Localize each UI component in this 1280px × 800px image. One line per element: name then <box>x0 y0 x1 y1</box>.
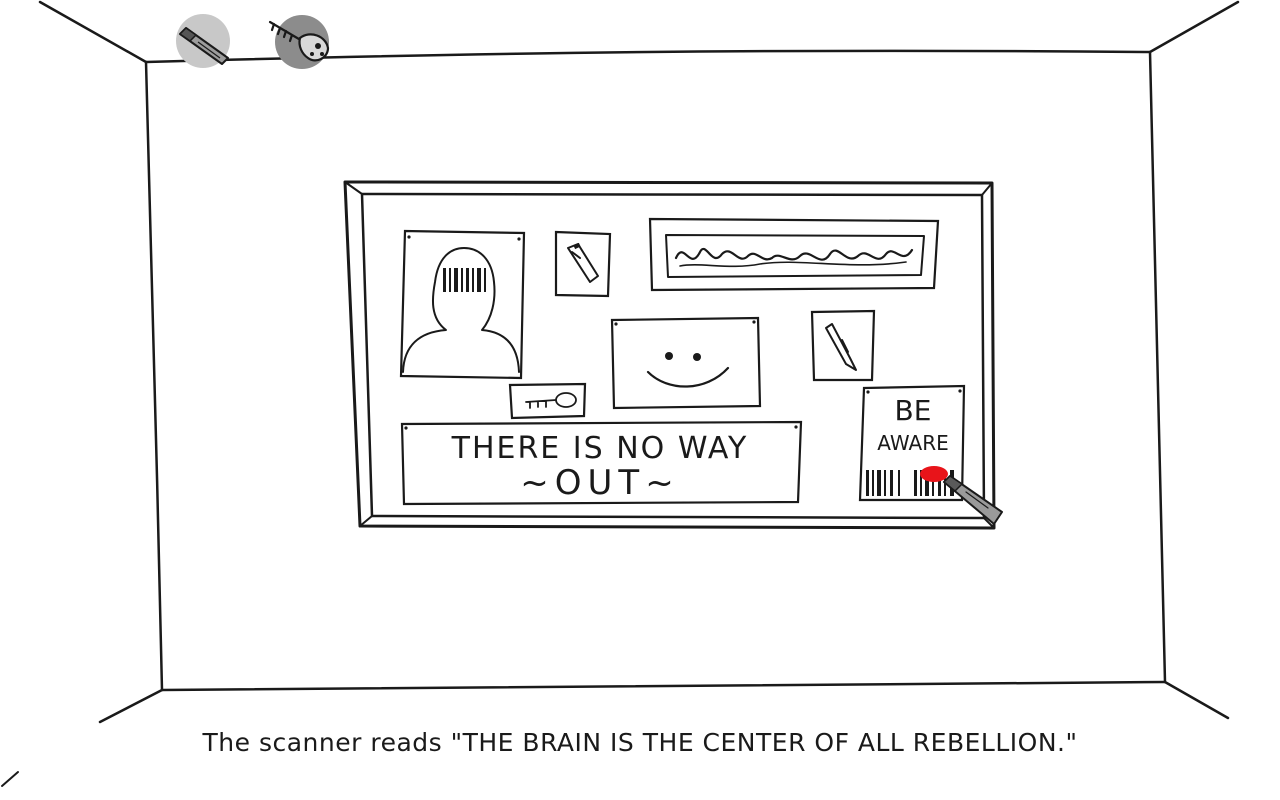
silhouette-barcode <box>443 268 486 292</box>
notice-line-1: BE <box>895 394 932 427</box>
poster-line-1: THERE IS NO WAY <box>451 431 749 466</box>
scanner-icon <box>176 14 230 68</box>
inventory-slot-key[interactable] <box>266 12 332 69</box>
scribble-banner[interactable] <box>648 217 940 292</box>
bulletin-board <box>343 180 996 530</box>
scanner-card[interactable] <box>554 230 612 298</box>
inventory-slot-scanner[interactable] <box>170 12 236 68</box>
small-scanner-icon <box>567 242 599 283</box>
scanner-cursor-icon <box>942 475 1003 525</box>
inventory-bar <box>170 12 340 72</box>
key-card[interactable] <box>508 382 587 420</box>
no-way-out-poster[interactable]: THERE IS NO WAY ~OUT~ <box>400 420 803 506</box>
room-walls <box>1 0 1240 787</box>
scan-beam-mark <box>920 466 948 482</box>
small-key-icon <box>525 392 577 409</box>
narration-caption: The scanner reads "THE BRAIN IS THE CENT… <box>202 728 1078 757</box>
key-icon <box>268 15 330 69</box>
poster-line-2: ~OUT~ <box>520 463 679 503</box>
notice-line-2: AWARE <box>877 431 948 455</box>
screwdriver-card[interactable] <box>810 309 876 382</box>
smiley-note[interactable] <box>610 316 762 410</box>
silhouette-photo[interactable] <box>399 229 526 380</box>
screwdriver-icon <box>825 323 857 371</box>
